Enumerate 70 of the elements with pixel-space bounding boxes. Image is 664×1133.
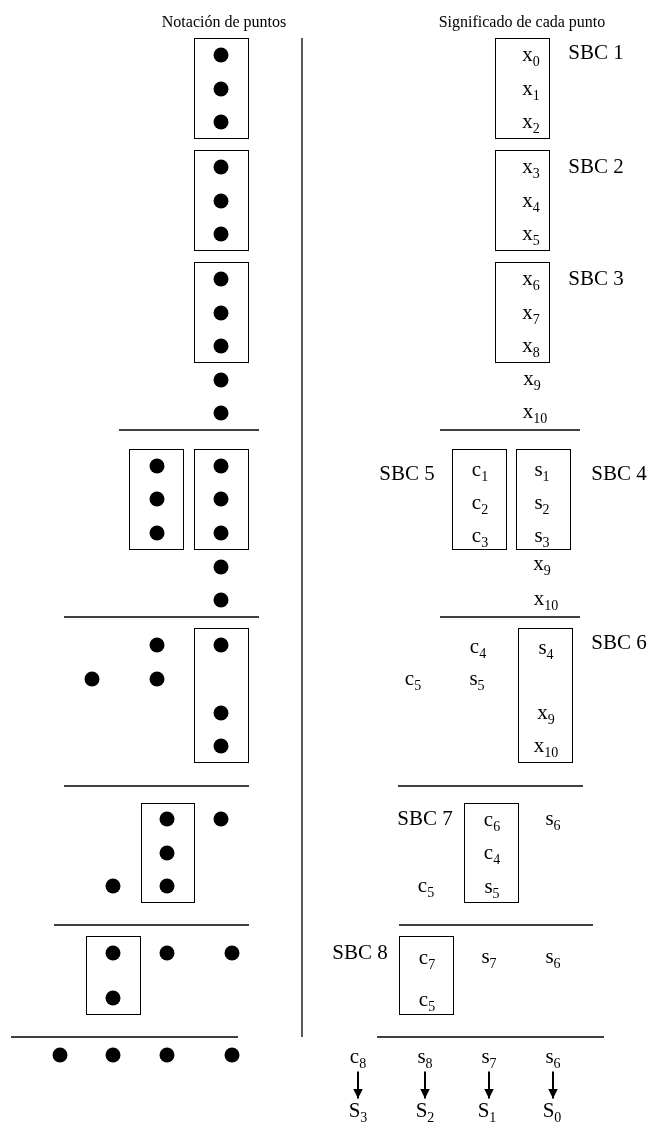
- group-box: [141, 803, 195, 903]
- arrow: [548, 1070, 558, 1100]
- variable-label: c$_{5}$: [417, 874, 435, 900]
- variable-label: s$_{6}$: [545, 1045, 561, 1071]
- variable-label: x$_{3}$: [522, 155, 540, 181]
- arrow: [484, 1070, 494, 1100]
- variable-label: x$_{9}$: [533, 552, 551, 578]
- group-box: [194, 38, 249, 139]
- variable-label: c$_{4}$: [469, 635, 487, 661]
- variable-label: c$_{7}$: [418, 946, 436, 972]
- group-box: [495, 150, 550, 251]
- variable-label: x$_{10}$: [533, 734, 559, 760]
- variable-label: x$_{5}$: [522, 222, 540, 248]
- variable-label: s$_{2}$: [534, 491, 550, 517]
- variable-label: c$_{4}$: [483, 841, 501, 867]
- variable-label: x$_{9}$: [523, 367, 541, 393]
- output-label: S$_{2}$: [415, 1099, 435, 1125]
- variable-label: c$_{5}$: [404, 667, 422, 693]
- block-label: SBC 6: [591, 631, 647, 653]
- group-box: [518, 628, 573, 763]
- variable-label: s$_{3}$: [534, 524, 550, 550]
- group-box: [495, 262, 550, 363]
- output-label: S$_{0}$: [542, 1099, 562, 1125]
- group-box: [516, 449, 571, 550]
- group-box: [194, 262, 249, 363]
- variable-label: s$_{5}$: [469, 667, 485, 693]
- group-box: [399, 936, 454, 1015]
- block-label: SBC 2: [568, 155, 624, 177]
- variable-label: s$_{7}$: [481, 945, 497, 971]
- group-box: [194, 449, 249, 550]
- variable-label: x$_{4}$: [522, 189, 540, 215]
- block-label: SBC 8: [332, 941, 388, 963]
- variable-label: x$_{10}$: [533, 587, 559, 613]
- block-label: SBC 7: [397, 807, 453, 829]
- group-box: [129, 449, 184, 550]
- variable-label: x$_{0}$: [522, 43, 540, 69]
- variable-label: x$_{10}$: [522, 400, 548, 426]
- variable-label: c$_{6}$: [483, 808, 501, 834]
- variable-label: x$_{2}$: [522, 110, 540, 136]
- group-box: [495, 38, 550, 139]
- variable-label: s$_{8}$: [417, 1045, 433, 1071]
- variable-label: s$_{1}$: [534, 458, 550, 484]
- variable-label: c$_{1}$: [471, 458, 489, 484]
- group-box: [194, 150, 249, 251]
- variable-label: s$_{6}$: [545, 807, 561, 833]
- arrow: [420, 1070, 430, 1100]
- variable-label: c$_{5}$: [418, 988, 436, 1014]
- variable-label: s$_{6}$: [545, 945, 561, 971]
- variable-label: c$_{2}$: [471, 491, 489, 517]
- variable-label: x$_{1}$: [522, 77, 540, 103]
- variable-label: s$_{7}$: [481, 1045, 497, 1071]
- variable-label: s$_{5}$: [484, 875, 500, 901]
- output-label: S$_{1}$: [477, 1099, 497, 1125]
- block-label: SBC 1: [568, 41, 624, 63]
- variable-label: x$_{6}$: [522, 267, 540, 293]
- group-box: [464, 803, 519, 903]
- variable-label: x$_{8}$: [522, 334, 540, 360]
- variable-label: x$_{7}$: [522, 301, 540, 327]
- output-label: S$_{3}$: [348, 1099, 368, 1125]
- block-label: SBC 5: [379, 462, 435, 484]
- block-label: SBC 4: [591, 462, 647, 484]
- variable-label: s$_{4}$: [538, 636, 554, 662]
- variable-label: x$_{9}$: [537, 701, 555, 727]
- group-box: [452, 449, 507, 550]
- arrow: [353, 1070, 363, 1100]
- group-box: [194, 628, 249, 763]
- variable-label: c$_{8}$: [349, 1045, 367, 1071]
- variable-label: c$_{3}$: [471, 524, 489, 550]
- block-label: SBC 3: [568, 267, 624, 289]
- group-box: [86, 936, 141, 1015]
